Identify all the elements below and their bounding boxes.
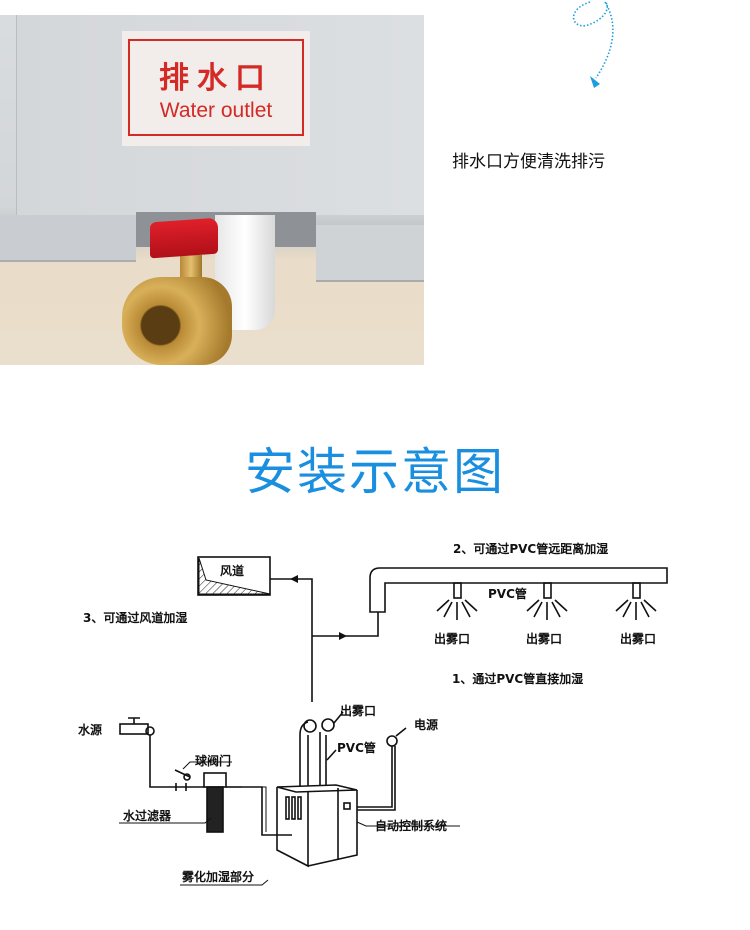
brass-ball-valve xyxy=(122,277,232,365)
water-outlet-photo: 排水口 Water outlet xyxy=(0,15,424,365)
filter-to-machine-line xyxy=(242,786,292,836)
arrow-left-icon xyxy=(290,575,298,583)
mist-outlet-label: 出雾口 xyxy=(434,631,470,646)
cabinet-base-right xyxy=(316,225,424,282)
option-1-label: 1、通过PVC管直接加湿 xyxy=(452,671,583,686)
valve-stem xyxy=(180,255,202,283)
water-filter-label: 水过滤器 xyxy=(123,808,172,823)
sign-cn-text: 排水口 xyxy=(159,60,273,96)
water-filter xyxy=(203,772,242,833)
drain-caption: 排水口方便清洗排污 xyxy=(452,152,605,172)
sign-frame: 排水口 Water outlet xyxy=(128,39,304,136)
cabinet-base-left xyxy=(0,215,136,262)
pvc-feed-line xyxy=(312,612,379,637)
machine-pvc-label: PVC管 xyxy=(337,740,376,755)
dotted-arrow-icon xyxy=(572,1,614,88)
mist-pipes xyxy=(299,711,344,786)
water-source-valve xyxy=(119,717,155,736)
filter-leader xyxy=(119,817,212,824)
nozzle xyxy=(436,582,478,620)
pvc-pipe xyxy=(369,567,668,613)
humidifier-part-label: 雾化加湿部分 xyxy=(181,869,254,884)
machine-mist-outlet-label: 出雾口 xyxy=(340,703,376,718)
control-leader xyxy=(356,821,460,827)
water-outlet-sign: 排水口 Water outlet xyxy=(122,31,310,146)
power-label: 电源 xyxy=(414,717,438,732)
sign-en-text: Water outlet xyxy=(159,98,273,122)
valve-leader xyxy=(182,761,232,770)
duct-feed-line xyxy=(270,578,313,702)
control-system-label: 自动控制系统 xyxy=(375,818,447,833)
air-duct xyxy=(197,556,271,596)
option-3-label: 3、可通过风道加湿 xyxy=(83,610,187,625)
ball-valve-label: 球阀门 xyxy=(195,753,231,768)
arrow-right-icon xyxy=(339,632,347,640)
unit-leader xyxy=(180,879,269,886)
duct-hatch xyxy=(198,557,271,595)
mist-outlet-label: 出雾口 xyxy=(526,631,562,646)
ball-valve xyxy=(174,769,191,791)
nozzle xyxy=(526,582,568,620)
mist-outlet-label: 出雾口 xyxy=(620,631,656,646)
duct-label: 风道 xyxy=(220,563,244,578)
pvc-pipe-label: PVC管 xyxy=(488,586,527,601)
power-line xyxy=(357,727,407,811)
section-title: 安装示意图 xyxy=(245,443,505,501)
humidifier-unit xyxy=(276,784,358,868)
option-2-label: 2、可通过PVC管远距离加湿 xyxy=(453,541,608,556)
water-source-label: 水源 xyxy=(78,722,102,737)
nozzle xyxy=(615,582,657,620)
